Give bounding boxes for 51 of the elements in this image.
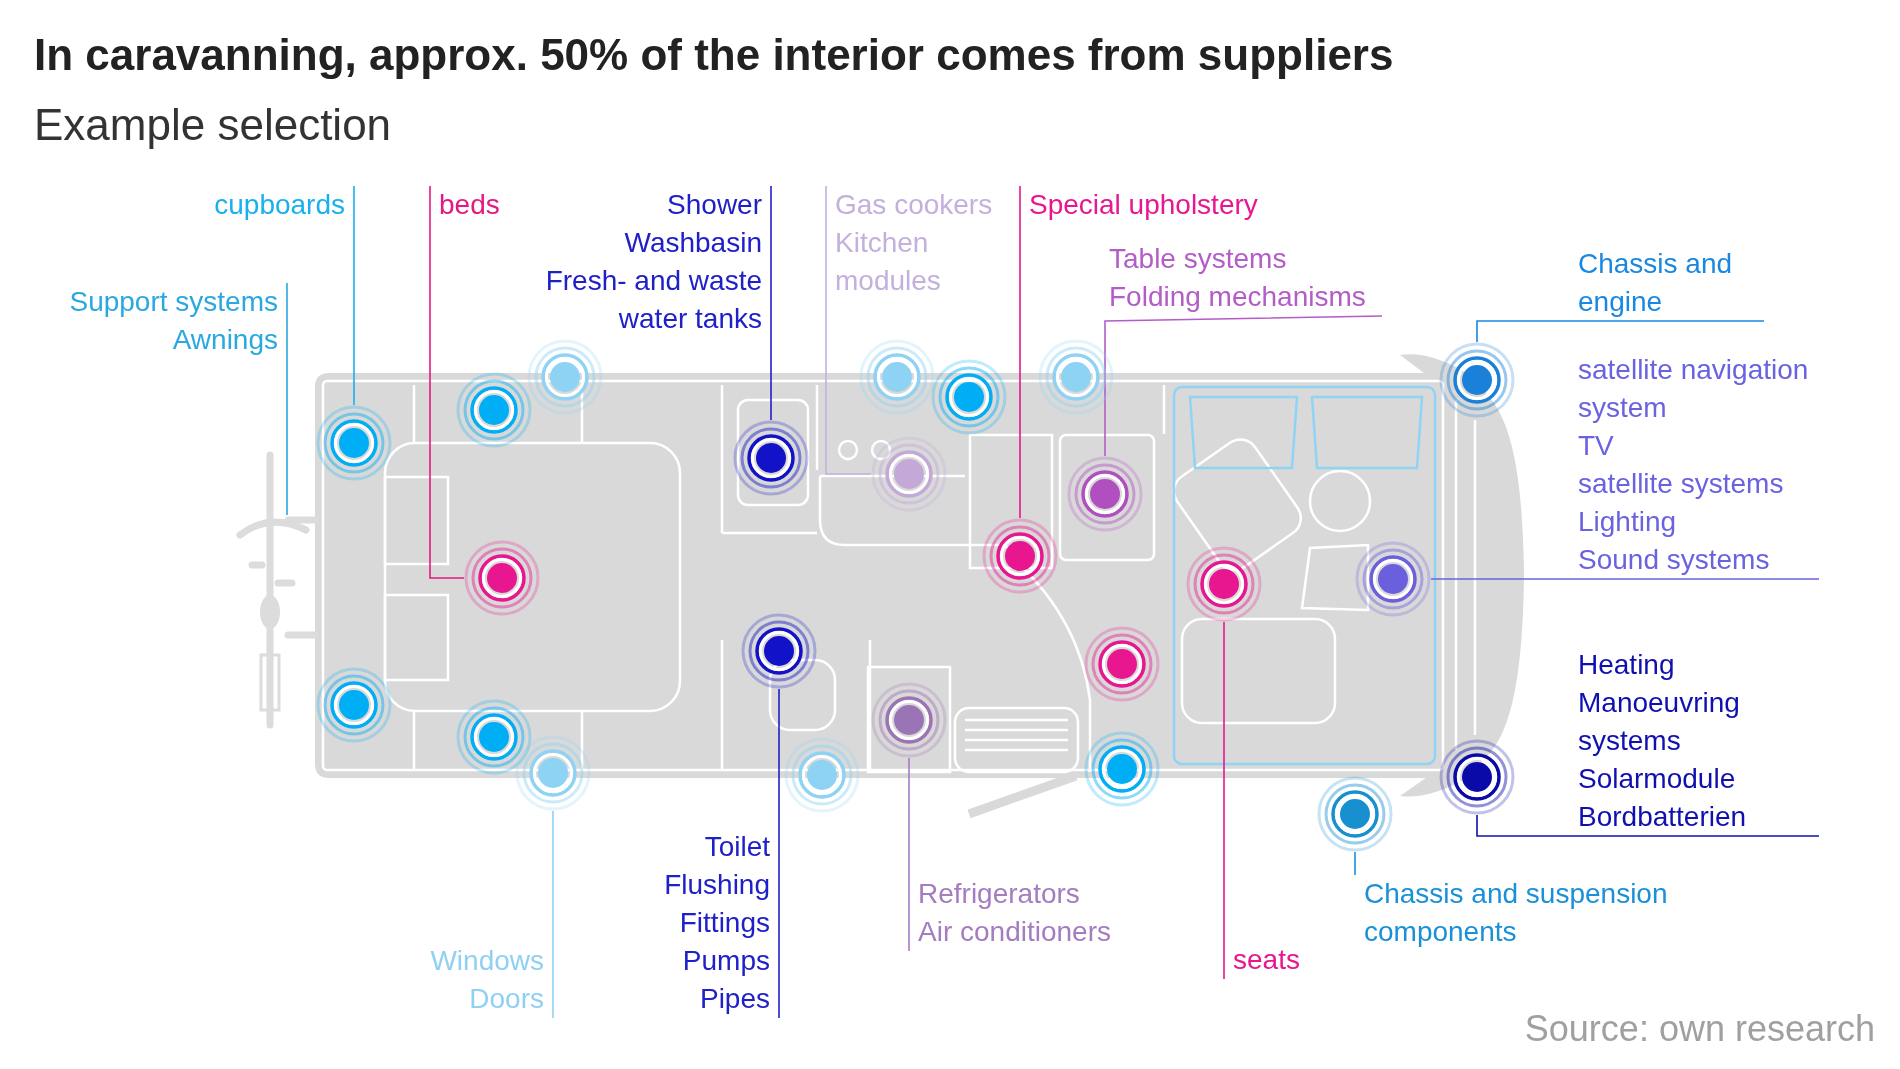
callout-text: Chassis and suspension components	[1364, 877, 1669, 949]
leader-line	[1223, 621, 1225, 980]
callout-text: Flushing	[663, 868, 770, 902]
leader-line	[1476, 320, 1765, 343]
leader-line	[770, 185, 772, 421]
leader-line	[1430, 578, 1820, 580]
callout-text: beds	[439, 188, 501, 222]
leader-line	[1476, 814, 1820, 837]
leader-line	[1019, 185, 1021, 519]
callout-text: Chassis and engine	[1578, 247, 1734, 319]
source-note: Source: own research	[1524, 1008, 1875, 1050]
callout-text: Shower	[666, 188, 762, 222]
callout-text: Doors	[468, 982, 544, 1016]
callout-text: Sound systems	[1578, 543, 1771, 577]
callout-text: Fresh- and waste water tanks	[544, 264, 762, 336]
leader-line	[908, 757, 910, 952]
callout-text: Toilet	[703, 830, 770, 864]
callout-text: Windows	[429, 944, 544, 978]
leader-line	[825, 185, 872, 475]
leader-line	[429, 185, 465, 579]
callout-text: Air conditioners	[918, 915, 1112, 949]
callout-text: seats	[1233, 943, 1301, 977]
callout-text: satellite navigation system	[1578, 353, 1810, 425]
callout-text: Solarmodule	[1578, 762, 1737, 796]
callout-text: Special upholstery	[1029, 188, 1259, 222]
leader-line	[353, 185, 355, 406]
callout-text: Fittings	[678, 906, 770, 940]
leader-line	[1104, 315, 1383, 457]
leader-line	[778, 688, 780, 1019]
callout-text: Manoeuvring systems	[1578, 686, 1741, 758]
callout-text: satellite systems	[1578, 467, 1785, 501]
callout-text: Folding mechanisms	[1109, 280, 1367, 314]
chart-title: In caravanning, approx. 50% of the interior comes from suppliers	[34, 30, 1394, 80]
callout-text: Heating	[1578, 648, 1676, 682]
callout-text: Pipes	[698, 982, 770, 1016]
callout-text: Refrigerators	[918, 877, 1081, 911]
callout-text: Bordbatterien	[1578, 800, 1748, 834]
leader-line	[286, 282, 288, 516]
callout-text: Gas cookers	[835, 188, 994, 222]
subtitle: Example selection	[34, 100, 392, 150]
callout-text: cupboards	[213, 188, 345, 222]
callout-text: Pumps	[681, 944, 770, 978]
callout-text: Awnings	[171, 323, 278, 357]
leader-line	[552, 810, 554, 1019]
callout-text: Table systems	[1109, 242, 1288, 276]
leader-line	[1354, 851, 1356, 876]
callout-text: Washbasin	[623, 226, 762, 260]
callout-text: Lighting	[1578, 505, 1678, 539]
callout-text: Support systems	[68, 285, 278, 319]
callout-text: TV	[1578, 429, 1615, 463]
callout-text: Kitchen modules	[835, 226, 942, 298]
